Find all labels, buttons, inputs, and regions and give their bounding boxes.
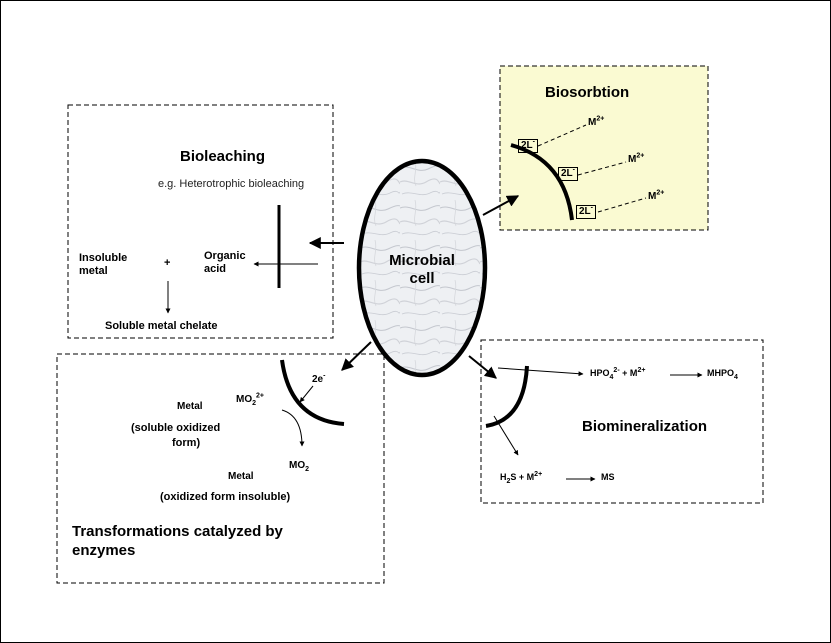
ligand-label: 2L [521, 140, 533, 151]
transformations-box [56, 353, 385, 584]
metal-charge: 2+ [596, 115, 605, 123]
soluble-form-line2: form) [172, 437, 201, 449]
ion-symbol: MO [236, 394, 253, 405]
cell-wall-arc-biosorption [510, 143, 574, 221]
product-subscript: 2 [305, 466, 310, 473]
biomineralization-title: Biomineralization [582, 418, 708, 435]
ligand-label: 2L [579, 206, 591, 217]
electrons-charge: - [323, 372, 326, 380]
microbial-cell [356, 158, 488, 378]
biosorption-title: Biosorbtion [545, 84, 630, 101]
bioleaching-title: Bioleaching [180, 148, 266, 165]
bond-line-3 [597, 197, 647, 213]
bond-line-2 [577, 161, 627, 176]
phosphate-product: MHPO4 [707, 368, 738, 381]
ligand-box-3: 2L- [576, 204, 597, 219]
metal-charge: 2+ [636, 152, 645, 160]
arrow-phosphate-out [497, 367, 584, 377]
cell-label-line1: Microbial [389, 252, 455, 269]
ligand-charge: - [532, 138, 536, 146]
transformations-title-line2: enzymes [72, 542, 136, 559]
ligand-box-2: 2L- [558, 166, 579, 181]
metal-ion-2: M2+ [628, 152, 645, 166]
ligand-charge: - [572, 166, 576, 174]
biosorption-box [499, 65, 709, 231]
phosphate-product-symbol: MHPO [707, 368, 734, 378]
metal-label-b: Metal [228, 471, 254, 482]
arrow-to-biosorption [482, 195, 520, 216]
bioleaching-box [67, 104, 334, 339]
plus-metal: + M [622, 368, 638, 378]
arrow-to-biomineralization [468, 355, 497, 379]
organic-acid-label-line1: Organic [204, 250, 246, 262]
metal-charge: 2+ [637, 367, 646, 374]
bioleaching-subtitle: e.g. Heterotrophic bioleaching [158, 178, 305, 190]
oxidized-ion-label: MO22+ [236, 392, 264, 407]
biomineralization-box [480, 339, 764, 504]
arrow-oxidation [281, 409, 305, 447]
arrow-to-transformations [341, 341, 372, 371]
metal-symbol: M [588, 117, 597, 128]
metal-symbol: M [648, 191, 657, 202]
electrons-label: 2e- [312, 372, 326, 386]
insoluble-product-label: MO2 [289, 460, 310, 473]
product-symbol: MO [289, 460, 306, 471]
soluble-form-line1: (soluble oxidized [131, 422, 221, 434]
cell-wall-arc-transformations [280, 359, 345, 426]
arrow-sulfide-out [493, 415, 519, 456]
cell-label-line2: cell [409, 270, 435, 287]
metal-ion-1: M2+ [588, 115, 605, 129]
ion-charge: 2+ [256, 392, 264, 400]
cell-wall-arc-biomineralization [485, 365, 529, 428]
metal-ion-3: M2+ [648, 189, 665, 203]
ligand-box-1: 2L- [518, 138, 539, 153]
transformations-title-line1: Transformations catalyzed by [72, 523, 283, 540]
sulfide-equation-left: H2S + M2+ [500, 471, 543, 485]
phosphate-equation-left: HPO42- + M2+ [590, 367, 646, 381]
insoluble-metal-label-line2: metal [79, 265, 108, 277]
metal-charge: 2+ [534, 471, 543, 478]
metal-charge: 2+ [656, 189, 665, 197]
sulfide-subscript: 2 [506, 477, 511, 485]
metal-label-a: Metal [177, 401, 203, 412]
ion-subscript: 2 [252, 400, 257, 407]
ligand-label: 2L [561, 168, 573, 179]
insoluble-form-label: (oxidized form insoluble) [160, 491, 291, 503]
phosphate-symbol: HPO [590, 368, 610, 378]
bond-line-1 [537, 124, 587, 147]
electrons-symbol: 2e [312, 374, 324, 385]
ligand-charge: - [590, 204, 594, 212]
sulfide-s: S + M [510, 472, 535, 482]
plus-sign: + [164, 257, 171, 269]
sulfide-h: H [500, 472, 507, 482]
phosphate-subscript: 4 [609, 373, 614, 381]
sulfide-product: MS [601, 472, 615, 482]
phosphate-charge: 2- [613, 367, 620, 374]
organic-acid-label-line2: acid [204, 263, 227, 275]
metal-symbol: M [628, 154, 637, 165]
soluble-metal-chelate-label: Soluble metal chelate [105, 320, 218, 332]
arrow-electrons [299, 385, 314, 403]
insoluble-metal-label-line1: Insoluble [79, 252, 128, 264]
phosphate-product-subscript: 4 [734, 373, 738, 381]
